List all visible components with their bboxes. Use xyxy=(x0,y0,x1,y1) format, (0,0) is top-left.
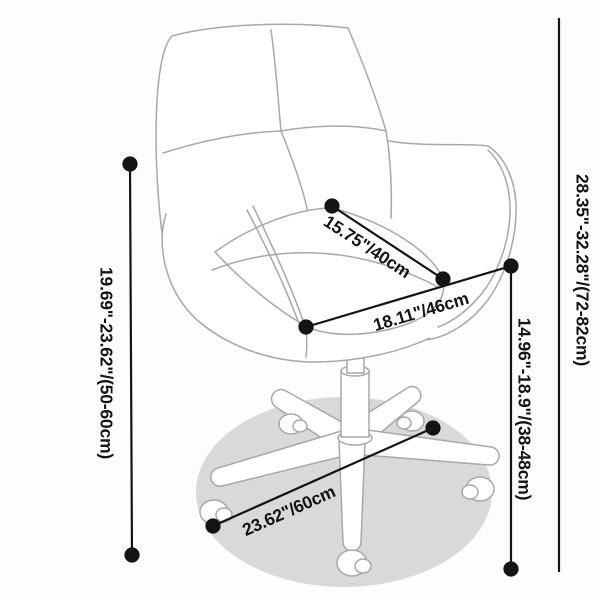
right-armrest-inner-edge xyxy=(437,149,511,328)
dimension-endpoint-dot xyxy=(122,156,138,172)
dimension-endpoint-dot xyxy=(503,561,519,577)
dimension-line-seat-depth xyxy=(331,205,444,280)
dimension-line-base-diameter xyxy=(212,426,434,528)
dimension-endpoint-dot xyxy=(425,420,441,436)
chair-body xyxy=(155,23,517,363)
caster-wheel xyxy=(461,476,495,502)
base-leg xyxy=(350,427,500,466)
armrest-seam xyxy=(252,205,306,327)
dimension-line-seat-width xyxy=(305,264,512,329)
dimension-endpoint-dot xyxy=(124,547,140,563)
backrest xyxy=(155,23,393,241)
dimension-label-seat-height: 14.96"-18.9"/(38-48cm) xyxy=(514,317,535,501)
dimension-endpoint-dot xyxy=(435,271,451,287)
backrest-horizontal-seam xyxy=(162,125,387,154)
seat-seam xyxy=(211,252,441,289)
caster-wheel xyxy=(396,410,425,432)
base-leg xyxy=(338,440,366,552)
dimension-endpoint-dot xyxy=(324,198,340,214)
dimension-label-overall-height: 28.35"-32.28"/(72-82cm) xyxy=(572,174,593,366)
armrest-seam xyxy=(246,209,302,330)
dimension-endpoint-dot xyxy=(503,258,519,274)
base-leg xyxy=(210,428,357,487)
dimension-label-back-height: 19.69"-23.62"/(50-60cm) xyxy=(96,267,117,459)
dimension-endpoint-dot xyxy=(205,518,221,534)
caster-wheel xyxy=(336,549,372,577)
caster-wheels xyxy=(199,410,495,577)
dimension-line-back-height xyxy=(128,163,134,556)
caster-wheel xyxy=(278,413,308,435)
dimension-endpoint-dot xyxy=(298,319,314,335)
dimension-lines xyxy=(122,18,561,577)
